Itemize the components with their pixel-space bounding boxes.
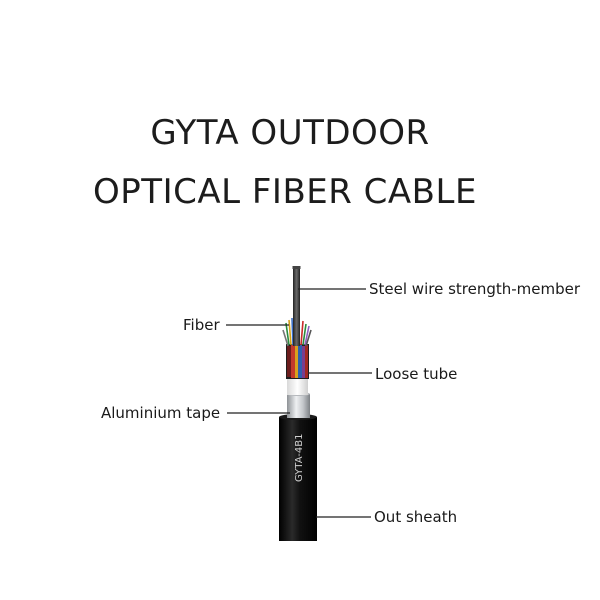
- label-steel-wire: Steel wire strength-member: [369, 280, 581, 298]
- leader-lines: [226, 288, 372, 518]
- cable-marking: GYTA-4B1: [294, 433, 305, 482]
- out-sheath: [279, 414, 317, 541]
- diagram-title-line2: OPTICAL FIBER CABLE: [93, 172, 477, 212]
- diagram-title-line1: GYTA OUTDOOR: [150, 113, 430, 153]
- label-aluminium-tape: Aluminium tape: [101, 404, 221, 422]
- loose-tube-bundle: [286, 344, 309, 395]
- aluminium-tape: [287, 392, 310, 418]
- label-out-sheath: Out sheath: [374, 508, 458, 526]
- label-loose-tube: Loose tube: [375, 365, 458, 383]
- steel-wire-strength-member: [292, 266, 301, 346]
- label-fiber: Fiber: [183, 316, 220, 334]
- fibers: [282, 317, 312, 347]
